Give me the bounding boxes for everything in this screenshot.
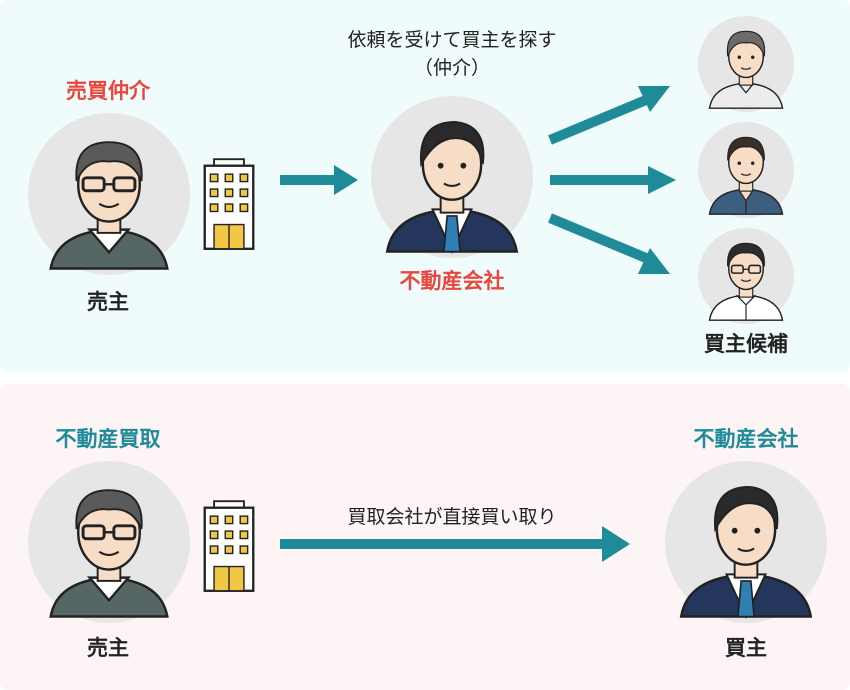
brokerage-title: 売買仲介 bbox=[66, 79, 150, 103]
building-icon bbox=[201, 494, 257, 598]
arrow-icon bbox=[280, 165, 358, 195]
building-icon bbox=[201, 152, 257, 256]
seller-avatar-icon bbox=[28, 113, 190, 275]
arrow-icon bbox=[280, 526, 630, 562]
seller-label-bottom: 売主 bbox=[87, 636, 129, 660]
fan-arrows-icon bbox=[548, 86, 676, 274]
company-title: 不動産会社 bbox=[693, 427, 799, 451]
agent-label: 不動産会社 bbox=[399, 269, 505, 293]
agent-avatar-icon bbox=[665, 461, 827, 623]
seller-avatar-icon bbox=[28, 461, 190, 623]
buyers-label: 買主候補 bbox=[704, 332, 788, 356]
agent-avatar-icon bbox=[371, 96, 533, 258]
purchase-title: 不動産買取 bbox=[55, 427, 161, 451]
buyer-avatar-icon bbox=[698, 228, 794, 324]
seller-label: 売主 bbox=[87, 290, 129, 314]
brokerage-note-line2: （仲介） bbox=[413, 57, 491, 79]
buyer-label: 買主 bbox=[725, 636, 767, 660]
buyer-avatar-icon bbox=[698, 16, 794, 112]
buyer-avatar-icon bbox=[698, 122, 794, 218]
brokerage-note-line1: 依頼を受けて買主を探す bbox=[347, 29, 557, 51]
purchase-note: 買取会社が直接買い取り bbox=[347, 506, 557, 528]
